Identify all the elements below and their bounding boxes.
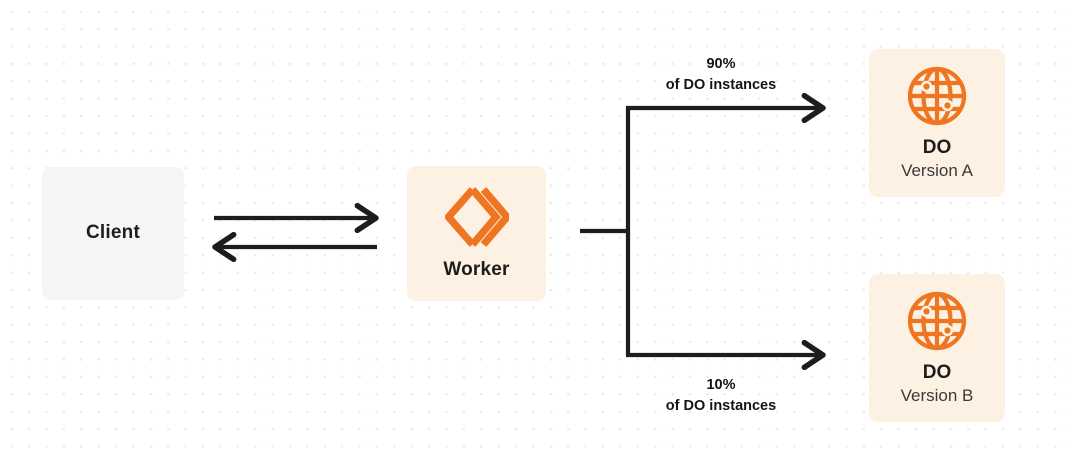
node-do-version-a-label: DO: [922, 136, 952, 158]
node-do-version-a: DO Version A: [869, 49, 1005, 197]
node-do-version-b: DO Version B: [869, 274, 1005, 422]
node-worker: Worker: [407, 166, 546, 301]
globe-icon: [906, 290, 968, 352]
node-worker-label: Worker: [443, 259, 510, 281]
node-do-version-b-sublabel: Version B: [900, 385, 974, 405]
node-do-version-b-label: DO: [922, 361, 952, 383]
edge-label-do-a: 90% of DO instances: [666, 54, 776, 96]
node-client: Client: [42, 167, 184, 300]
edge-label-do-b-caption: of DO instances: [665, 398, 777, 415]
edge-label-do-a-caption: of DO instances: [665, 77, 777, 94]
edge-label-do-b-percent: 10%: [706, 377, 736, 393]
edge-label-do-a-percent: 90%: [706, 56, 736, 72]
edge-worker-branch-trunk: [580, 108, 631, 355]
node-do-version-a-sublabel: Version A: [901, 160, 973, 180]
node-client-label: Client: [86, 222, 140, 244]
edge-label-do-b: 10% of DO instances: [666, 375, 776, 417]
cloudflare-workers-icon: [444, 186, 509, 260]
globe-icon: [906, 65, 968, 127]
